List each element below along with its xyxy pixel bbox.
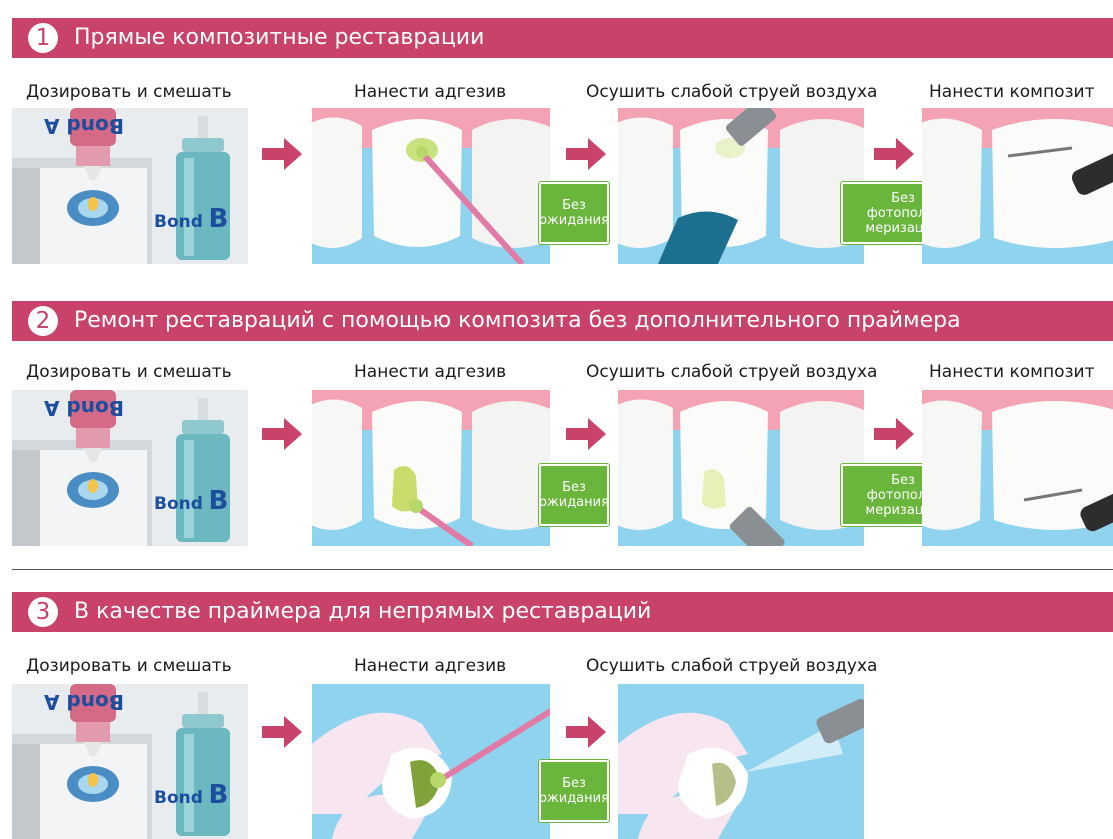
section-1-header: 1 Прямые композитные реставрации <box>12 18 1113 58</box>
bottle-b-word: Bond <box>154 494 203 514</box>
badge-line: Без <box>562 198 586 213</box>
badge-no-waiting: Без ожидания <box>539 464 609 526</box>
bottle-a-label: Bond A <box>44 114 124 138</box>
badge-no-waiting: Без ожидания <box>539 760 609 822</box>
badge-line: ожидания <box>539 495 609 510</box>
section-3-title: В качестве праймера для непрямых реставр… <box>74 592 651 632</box>
badge-line: ожидания <box>539 213 609 228</box>
apply-composite-illustration <box>922 390 1113 546</box>
bottle-b-letter: B <box>209 780 229 810</box>
bottle-b-label: Bond B <box>154 486 228 516</box>
air-dry-illustration <box>618 684 864 839</box>
arrow-icon <box>874 138 914 170</box>
section-3-number: 3 <box>28 597 58 627</box>
section-1-title: Прямые композитные реставрации <box>74 18 484 58</box>
apply-adhesive-illustration <box>312 684 550 839</box>
badge-line: ожидания <box>539 791 609 806</box>
apply-composite-illustration <box>922 108 1113 264</box>
arrow-icon <box>262 138 302 170</box>
bottle-b-word: Bond <box>154 788 203 808</box>
air-dry-illustration <box>618 108 864 264</box>
step-label-dispense: Дозировать и смешать <box>26 656 232 676</box>
bottle-b-word: Bond <box>154 212 203 232</box>
section-2-number: 2 <box>28 306 58 336</box>
bottle-b-label: Bond B <box>154 204 228 234</box>
apply-adhesive-illustration <box>312 108 550 264</box>
arrow-icon <box>262 716 302 748</box>
apply-adhesive-illustration <box>312 390 550 546</box>
arrow-icon <box>566 418 606 450</box>
badge-line: Без <box>562 480 586 495</box>
section-2-header: 2 Ремонт реставраций с помощью композита… <box>12 301 1113 341</box>
step-label-dispense: Дозировать и смешать <box>26 362 232 382</box>
dispense-illustration: Bond A Bond B <box>12 108 248 264</box>
arrow-icon <box>566 138 606 170</box>
step-label-apply-adhesive: Нанести адгезив <box>354 362 506 382</box>
arrow-icon <box>262 418 302 450</box>
bottle-a-label: Bond A <box>44 396 124 420</box>
section-1-number: 1 <box>28 23 58 53</box>
dispense-illustration: Bond A Bond B <box>12 390 248 546</box>
bottle-b-label: Bond B <box>154 780 228 810</box>
dispense-illustration: Bond A Bond B <box>12 684 248 839</box>
badge-no-waiting: Без ожидания <box>539 182 609 244</box>
bottle-b-letter: B <box>209 204 229 234</box>
badge-line: Без <box>891 191 915 206</box>
step-label-air-dry: Осушить слабой струей воздуха <box>586 82 877 102</box>
step-label-apply-adhesive: Нанести адгезив <box>354 82 506 102</box>
bottle-a-label: Bond A <box>44 690 124 714</box>
badge-line: Без <box>562 776 586 791</box>
section-divider <box>12 569 1113 570</box>
step-label-air-dry: Осушить слабой струей воздуха <box>586 656 877 676</box>
step-label-apply-composite: Нанести композит <box>929 362 1094 382</box>
section-3-header: 3 В качестве праймера для непрямых реста… <box>12 592 1113 632</box>
bottle-b-letter: B <box>209 486 229 516</box>
air-dry-illustration <box>618 390 864 546</box>
arrow-icon <box>566 716 606 748</box>
badge-line: Без <box>891 473 915 488</box>
arrow-icon <box>874 418 914 450</box>
step-label-air-dry: Осушить слабой струей воздуха <box>586 362 877 382</box>
step-label-apply-adhesive: Нанести адгезив <box>354 656 506 676</box>
section-2-title: Ремонт реставраций с помощью композита б… <box>74 301 961 341</box>
step-label-apply-composite: Нанести композит <box>929 82 1094 102</box>
step-label-dispense: Дозировать и смешать <box>26 82 232 102</box>
